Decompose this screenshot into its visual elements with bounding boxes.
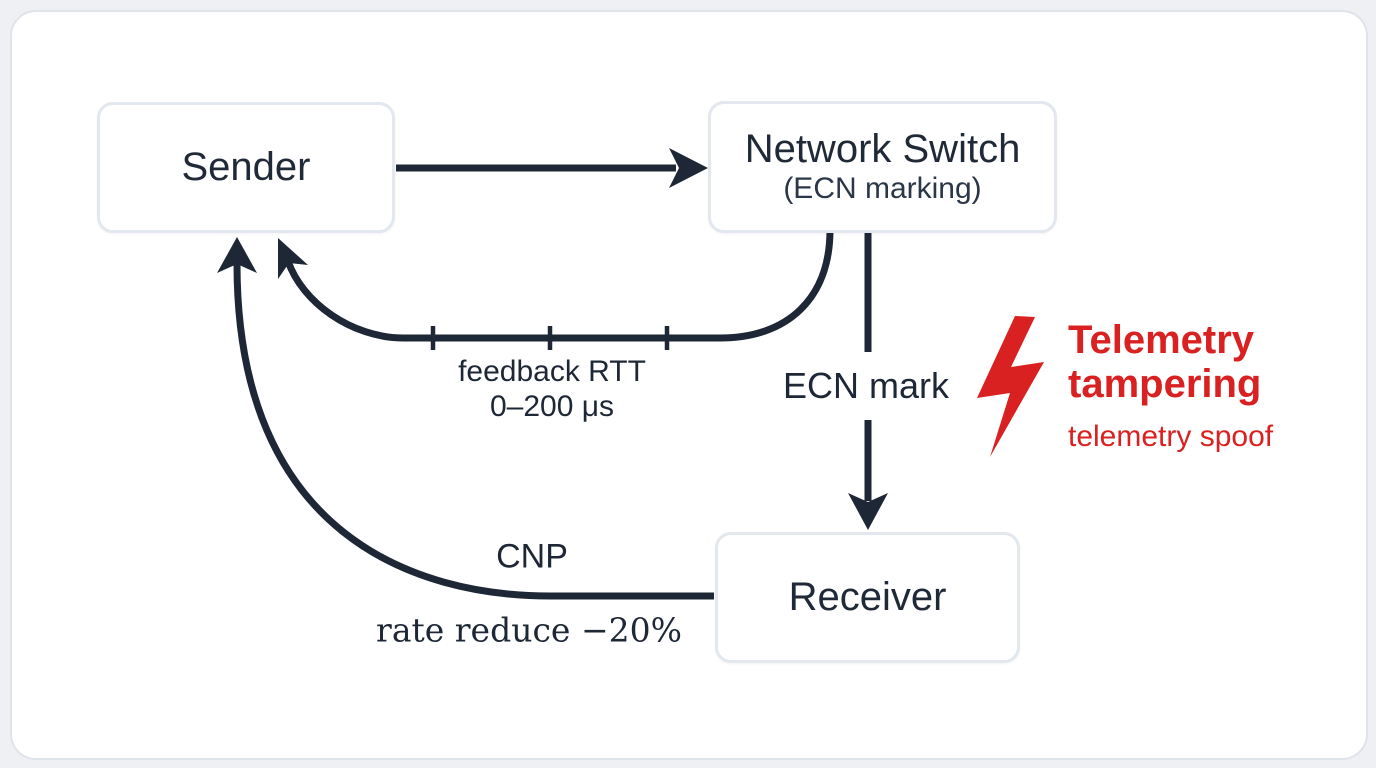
attack-subtitle: telemetry spoof <box>1068 420 1274 453</box>
rate-reduce-label: rate reduce −20% <box>376 610 682 650</box>
cnp-label: CNP <box>496 537 568 576</box>
node-sender: Sender <box>97 102 395 233</box>
sender-label: Sender <box>181 145 311 190</box>
receiver-label: Receiver <box>788 575 947 620</box>
feedback-rtt-range-label: 0–200 μs <box>489 390 615 423</box>
ecn-mark-label: ECN mark <box>782 365 950 406</box>
attack-title-line1: Telemetry <box>1068 318 1255 362</box>
feedback-rtt-label: feedback RTT <box>458 355 646 388</box>
attack-title-line2: tampering <box>1068 362 1262 406</box>
network-switch-sublabel: (ECN marking) <box>783 172 982 206</box>
node-receiver: Receiver <box>715 532 1020 663</box>
network-switch-label: Network Switch <box>744 127 1021 172</box>
node-network-switch: Network Switch (ECN marking) <box>708 101 1057 233</box>
attack-annotation: Telemetry tampering telemetry spoof <box>1068 318 1273 454</box>
